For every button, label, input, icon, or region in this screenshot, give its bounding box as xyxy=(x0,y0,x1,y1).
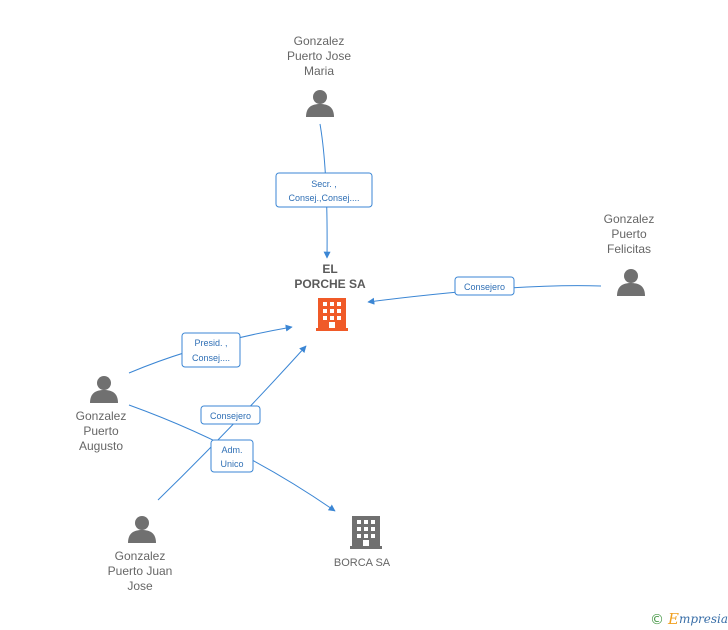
person-icon xyxy=(90,376,118,403)
person-icon xyxy=(306,90,334,117)
node-gonzalez-puerto-jose-maria[interactable]: Gonzalez Puerto Jose Maria xyxy=(287,34,351,117)
edge-label-line: Consej.... xyxy=(192,353,230,363)
brand-name: mpresia xyxy=(679,612,728,626)
node-el-porche-sa[interactable]: EL PORCHE SA xyxy=(294,262,366,331)
edge-label-line: Presid. , xyxy=(194,338,227,348)
node-label-line: Gonzalez xyxy=(294,34,345,48)
person-icon xyxy=(617,269,645,296)
edge-label-presid-consej[interactable]: Presid. , Consej.... xyxy=(181,332,241,368)
node-gonzalez-puerto-augusto[interactable]: Gonzalez Puerto Augusto xyxy=(76,376,127,453)
node-label-line: Gonzalez xyxy=(115,549,166,563)
node-label-line: Puerto Jose xyxy=(287,49,351,63)
edge-label-line: Consej.,Consej.... xyxy=(288,193,359,203)
building-icon xyxy=(350,516,382,549)
edge-juan-jose-to-el-porche[interactable] xyxy=(157,345,307,501)
node-label-line: Gonzalez xyxy=(604,212,655,226)
edge-label-line: Unico xyxy=(220,459,243,469)
brand-initial: E xyxy=(667,610,679,628)
edge-label-consejero-felicitas[interactable]: Consejero xyxy=(454,276,515,296)
edge-label-adm-unico[interactable]: Adm. Unico xyxy=(210,439,254,473)
node-label-line: Puerto xyxy=(83,424,119,438)
node-label-line: EL xyxy=(322,262,337,276)
node-label-line: Maria xyxy=(304,64,334,78)
person-icon xyxy=(128,516,156,543)
footer-brand: © E mpresia xyxy=(650,610,728,628)
copyright-icon: © xyxy=(650,612,664,628)
node-gonzalez-puerto-juan-jose[interactable]: Gonzalez Puerto Juan Jose xyxy=(108,516,173,593)
edge-line xyxy=(157,345,307,501)
edge-label-consejero-juan-jose[interactable]: Consejero xyxy=(200,405,261,425)
node-label-line: Augusto xyxy=(79,439,123,453)
node-label-line: BORCA SA xyxy=(334,557,391,569)
node-borca-sa[interactable]: BORCA SA xyxy=(334,516,391,569)
node-label-line: Puerto xyxy=(611,227,647,241)
edge-label-line: Secr. , xyxy=(311,179,337,189)
node-gonzalez-puerto-felicitas[interactable]: Gonzalez Puerto Felicitas xyxy=(604,212,655,296)
node-label-line: Felicitas xyxy=(607,242,651,256)
edge-label-line: Adm. xyxy=(221,445,242,455)
building-icon xyxy=(316,298,348,331)
node-label-line: Jose xyxy=(127,579,153,593)
edge-label-line: Consejero xyxy=(210,411,251,421)
node-label-line: Gonzalez xyxy=(76,409,127,423)
edge-label-line: Consejero xyxy=(464,282,505,292)
node-label-line: Puerto Juan xyxy=(108,564,173,578)
node-label-line: PORCHE SA xyxy=(294,277,366,291)
edge-label-secr-consej[interactable]: Secr. , Consej.,Consej.... xyxy=(275,172,373,208)
